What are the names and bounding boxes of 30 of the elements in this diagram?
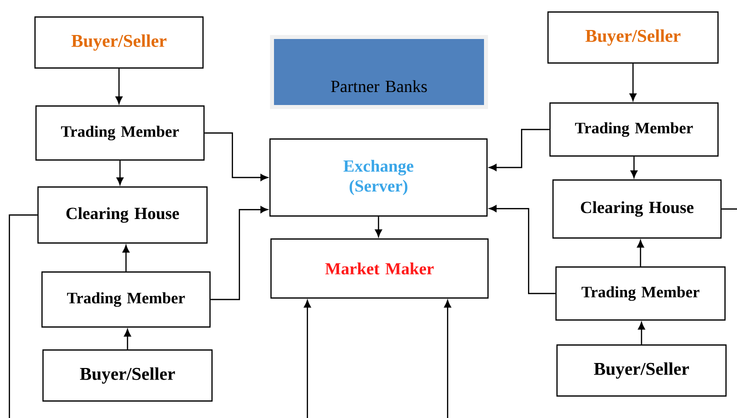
arrow [638,322,645,344]
entity-box: Clearing House [552,179,722,239]
arrow [489,128,550,171]
entity-box: Trading Member [41,271,211,328]
entity-box: Buyer/Seller [547,11,719,64]
arrow [304,300,311,418]
entity-box: Buyer/Seller [556,344,727,397]
arrow [124,329,131,350]
arrow [204,132,268,181]
entity-box: Clearing House [37,186,208,244]
banner-box: Partner Banks [270,35,488,109]
arrow [375,216,382,237]
connector-line [722,208,737,210]
connector-line [8,214,38,418]
arrow [210,206,268,300]
arrow [630,64,636,101]
entity-box: Trading Member [549,102,719,157]
arrow [122,245,130,272]
server-box: Exchange (Server) [269,138,488,217]
arrow [637,240,644,266]
entity-box: Buyer/Seller [42,349,213,402]
arrow [116,68,122,104]
entity-box: Buyer/Seller [34,16,204,69]
arrow [630,156,638,178]
entity-box: Trading Member [555,266,726,321]
entity-box: Market Maker [270,238,489,299]
arrow [444,300,452,418]
arrow [116,160,124,185]
arrow [489,205,556,294]
entity-box: Trading Member [35,105,205,161]
